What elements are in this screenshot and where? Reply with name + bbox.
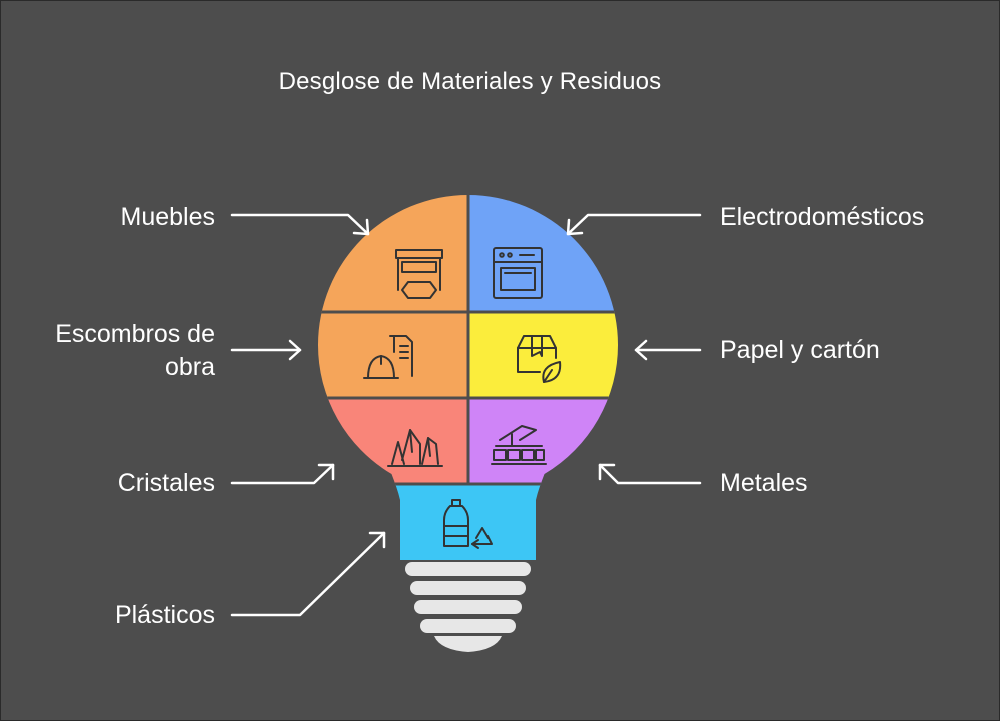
arrow-papel	[634, 339, 702, 361]
arrow-plasticos	[230, 531, 386, 617]
furniture-icon	[395, 249, 443, 299]
plastic-bottle-recycle-icon	[443, 499, 493, 549]
label-papel: Papel y cartón	[720, 336, 880, 364]
label-metales: Metales	[720, 469, 808, 497]
bulb-segments	[318, 195, 618, 560]
arrow-escombros	[230, 339, 302, 361]
label-escombros: Escombros de obra	[55, 320, 215, 381]
segment-metales	[468, 398, 618, 484]
arrow-cristales	[230, 463, 335, 485]
diagram-title: Desglose de Materiales y Residuos	[278, 68, 662, 95]
arrow-muebles	[230, 213, 370, 236]
bulb-base	[405, 562, 531, 652]
label-plasticos: Plásticos	[114, 601, 215, 629]
construction-icon	[363, 335, 413, 379]
box-leaf-icon	[517, 335, 562, 383]
label-electrodomesticos: Electrodomésticos	[720, 203, 925, 231]
label-muebles: Muebles	[120, 203, 216, 231]
arrow-metales	[598, 463, 702, 485]
oven-icon	[493, 247, 543, 299]
segment-papel	[468, 312, 618, 398]
segment-escombros	[318, 312, 468, 398]
crystal-icon	[387, 429, 443, 467]
arrow-electrodomesticos	[566, 213, 702, 236]
label-cristales: Cristales	[117, 469, 215, 497]
metal-tools-icon	[491, 425, 547, 465]
